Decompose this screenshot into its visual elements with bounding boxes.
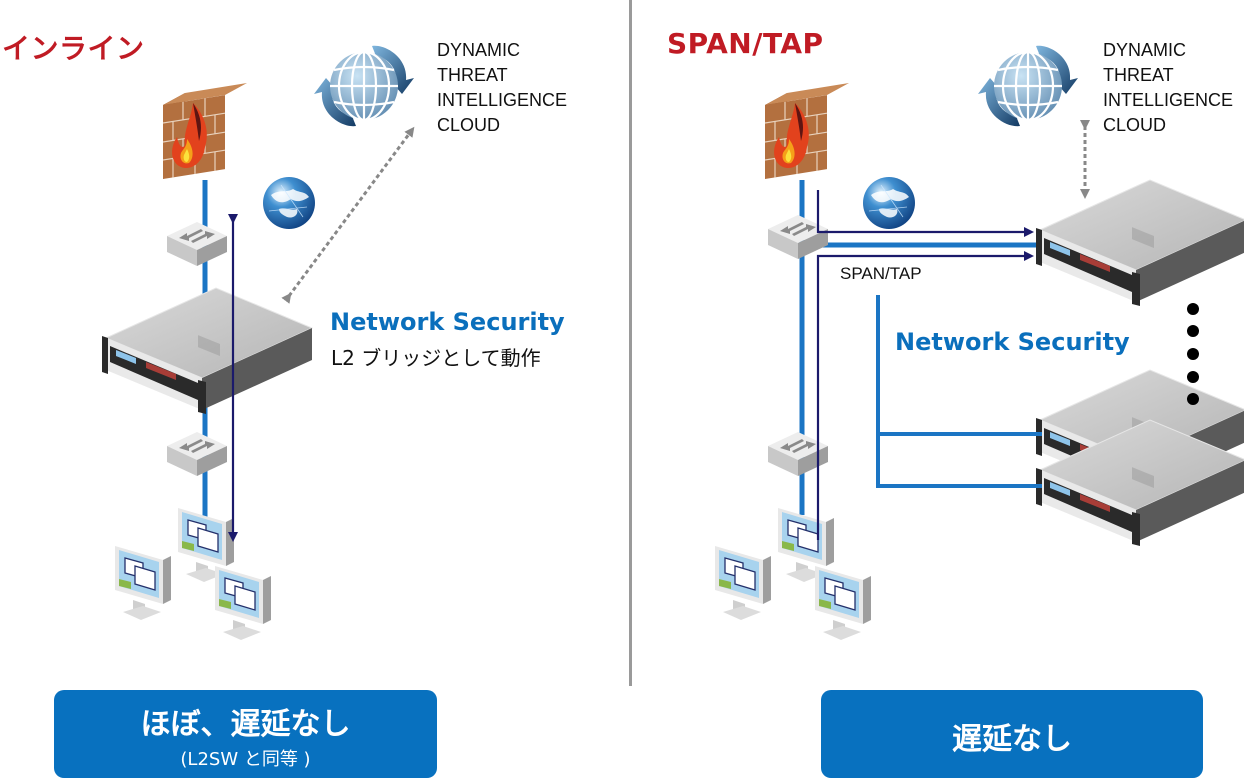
span-latency-result: 遅延なし xyxy=(821,690,1203,778)
inline-result-main: ほぼ、遅延なし xyxy=(140,707,351,742)
span-traffic-arrow-upstream xyxy=(816,190,1034,237)
cloud-label-line: DYNAMIC xyxy=(437,40,521,60)
security-appliance-icon xyxy=(101,287,313,415)
section-divider xyxy=(629,0,632,686)
cloud-label-line: THREAT xyxy=(437,65,508,85)
inline-product-label: Network Security xyxy=(330,308,565,336)
client-pc-icon xyxy=(114,545,172,621)
inline-product-sublabel: L2 ブリッジとして動作 xyxy=(331,346,541,370)
span-traffic-arrow-downstream xyxy=(816,251,1034,540)
inline-result-sub: (L2SW と同等 ) xyxy=(180,749,311,770)
firewall-icon xyxy=(764,82,850,180)
network-switch-icon xyxy=(167,432,227,476)
client-pc-icon xyxy=(714,545,772,621)
client-pc-icon xyxy=(814,565,872,641)
span-tap-diagram xyxy=(714,44,1244,641)
threat-intelligence-cloud-icon xyxy=(312,44,416,128)
span-result-main: 遅延なし xyxy=(952,722,1072,757)
cloud-label-line: THREAT xyxy=(1103,65,1174,85)
inline-diagram xyxy=(101,44,416,641)
threat-intelligence-cloud-icon xyxy=(976,44,1080,128)
inline-cloud-label: DYNAMIC THREAT INTELLIGENCE CLOUD xyxy=(437,38,567,138)
firewall-icon xyxy=(162,82,248,180)
cloud-label-line: DYNAMIC xyxy=(1103,40,1187,60)
client-pc-icon xyxy=(214,565,272,641)
span-tap-mirror-label: SPAN/TAP xyxy=(840,264,922,283)
internet-globe-icon xyxy=(862,176,916,230)
cloud-label-line: CLOUD xyxy=(1103,115,1167,135)
network-switch-icon xyxy=(167,222,227,266)
cluster-bracket-line xyxy=(876,295,1042,488)
cloud-label-line: INTELLIGENCE xyxy=(1103,90,1234,110)
cloud-label-line: INTELLIGENCE xyxy=(437,90,568,110)
cloud-label-line: CLOUD xyxy=(437,115,501,135)
inline-title: インライン xyxy=(2,32,145,65)
span-cloud-label: DYNAMIC THREAT INTELLIGENCE CLOUD xyxy=(1103,38,1233,138)
security-appliance-icon xyxy=(1035,179,1244,307)
span-product-label: Network Security xyxy=(895,328,1130,356)
inline-latency-result: ほぼ、遅延なし (L2SW と同等 ) xyxy=(54,690,437,778)
more-appliances-ellipsis xyxy=(1187,303,1199,405)
internet-globe-icon xyxy=(262,176,316,230)
span-tap-title: SPAN/TAP xyxy=(667,27,824,60)
